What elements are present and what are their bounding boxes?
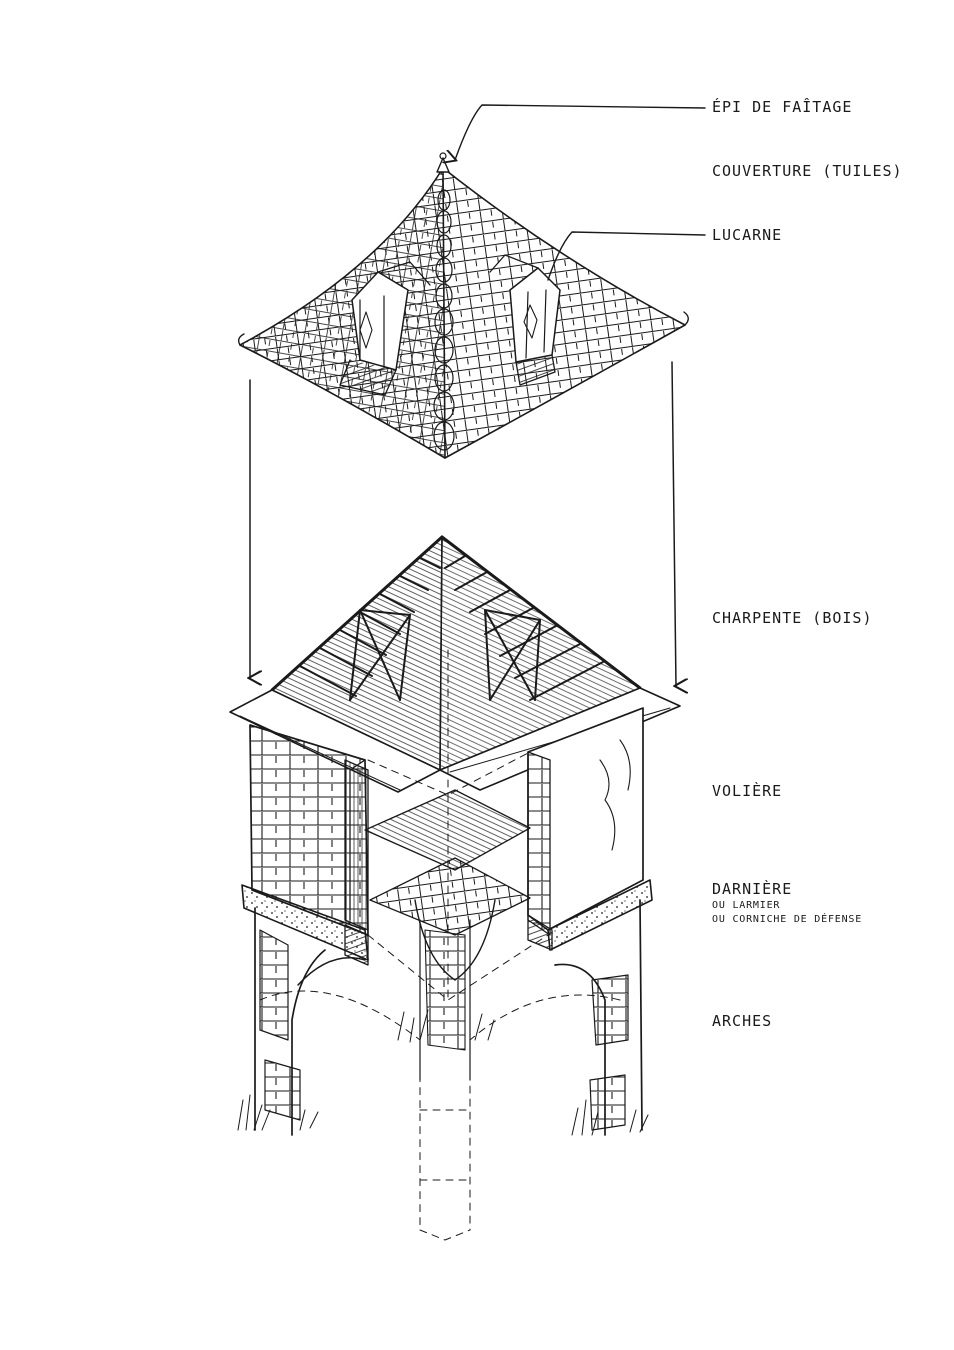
timber-frame bbox=[229, 535, 681, 793]
cornice-string-course bbox=[241, 879, 653, 966]
roof-covering bbox=[237, 152, 689, 459]
label-corniche: OU CORNICHE DE DÉFENSE bbox=[712, 914, 863, 925]
label-lucarne: LUCARNE bbox=[712, 226, 783, 244]
label-charpente: CHARPENTE (BOIS) bbox=[712, 609, 873, 627]
dovecote-walls bbox=[249, 649, 644, 1001]
label-couverture: COUVERTURE (TUILES) bbox=[712, 162, 903, 180]
finial bbox=[436, 152, 450, 173]
leader-lines bbox=[455, 104, 706, 281]
exploded-arrows bbox=[250, 361, 676, 686]
label-larmier: OU LARMIER bbox=[712, 900, 781, 911]
label-voliere: VOLIÈRE bbox=[712, 782, 783, 800]
dormer-right bbox=[489, 254, 561, 386]
ridge-tiles bbox=[433, 189, 455, 451]
label-darniere: DARNIÈRE bbox=[712, 880, 793, 898]
dormer-left bbox=[339, 261, 431, 396]
truss-right bbox=[484, 609, 541, 701]
arches-piers bbox=[237, 899, 649, 1241]
truss-left bbox=[349, 609, 411, 701]
label-epi-de-faitage: ÉPI DE FAÎTAGE bbox=[712, 98, 853, 116]
grass-tufts bbox=[237, 1009, 649, 1136]
label-arches: ARCHES bbox=[712, 1012, 773, 1030]
